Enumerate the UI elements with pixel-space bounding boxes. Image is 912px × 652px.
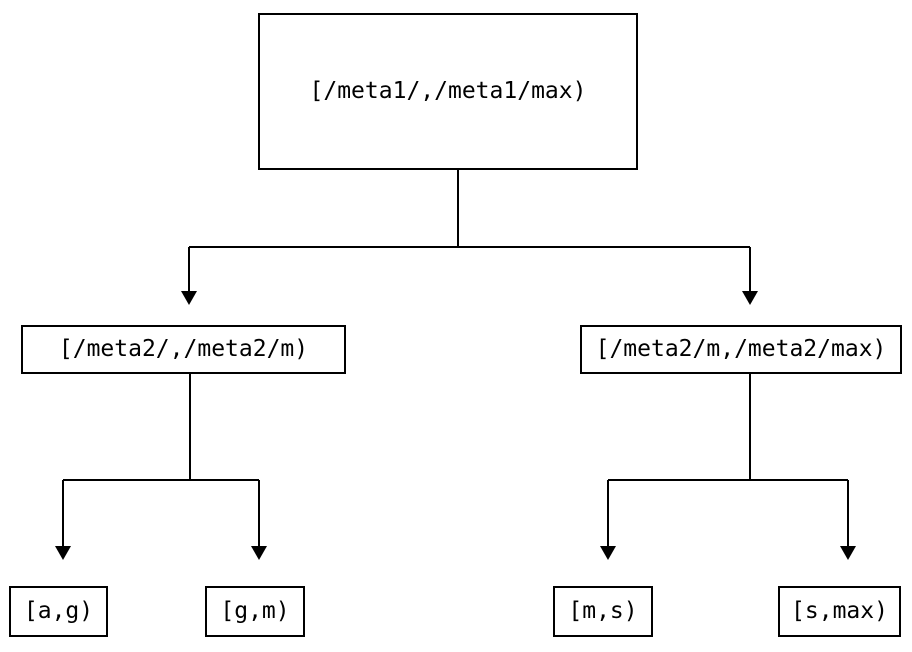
arrowhead-icon-to-mid-left [181,291,197,305]
arrowhead-icon-to-mid-right [742,291,758,305]
tree-node-leaf-m-s[interactable]: [m,s) [553,586,653,637]
tree-node-leaf-s-max[interactable]: [s,max) [778,586,901,637]
tree-node-root-label: [/meta1/,/meta1/max) [309,78,587,104]
tree-node-root[interactable]: [/meta1/,/meta1/max) [258,13,638,170]
arrowhead-icon-to-leaf-s-max [840,546,856,560]
tree-node-leaf-g-m-label: [g,m) [220,598,290,624]
tree-node-mid-right-label: [/meta2/m,/meta2/max) [595,336,887,362]
arrowhead-icon-to-leaf-g-m [251,546,267,560]
arrowhead-icon-to-leaf-m-s [600,546,616,560]
tree-node-leaf-a-g[interactable]: [a,g) [9,586,108,637]
tree-node-mid-right[interactable]: [/meta2/m,/meta2/max) [580,325,902,374]
tree-node-mid-left[interactable]: [/meta2/,/meta2/m) [21,325,346,374]
tree-node-leaf-g-m[interactable]: [g,m) [205,586,305,637]
tree-node-mid-left-label: [/meta2/,/meta2/m) [58,336,309,362]
tree-node-leaf-s-max-label: [s,max) [791,598,888,624]
tree-node-leaf-a-g-label: [a,g) [23,598,94,624]
tree-node-leaf-m-s-label: [m,s) [568,598,638,624]
arrowhead-icon-to-leaf-a-g [55,546,71,560]
